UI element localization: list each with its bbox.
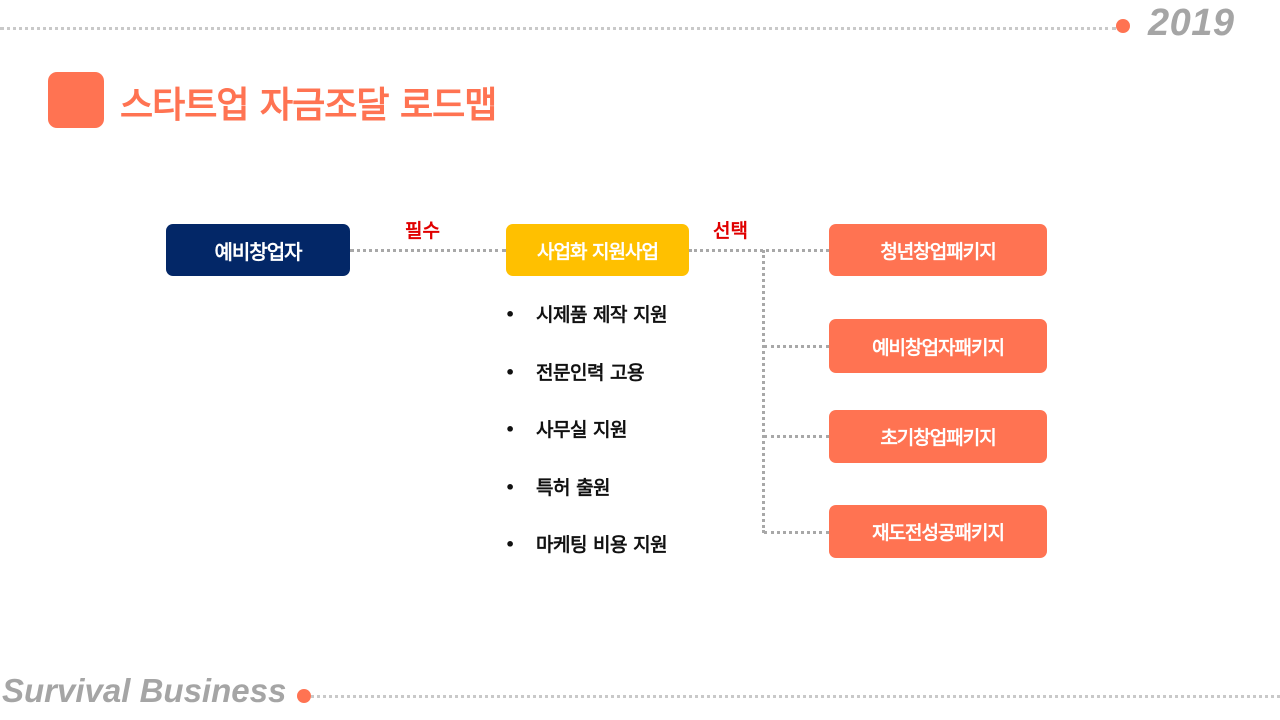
connector-branch-3: [764, 435, 829, 438]
node-pre-founder: 예비창업자: [166, 224, 350, 276]
list-item-text: 시제품 제작 지원: [536, 304, 668, 326]
bottom-dotted-line: [311, 695, 1280, 698]
connector-center-to-packages: [689, 249, 829, 252]
node-commercialization-support: 사업화 지원사업: [506, 224, 689, 276]
node-package-pre-founder: 예비창업자패키지: [829, 319, 1047, 373]
list-item-text: 마케팅 비용 지원: [536, 534, 668, 556]
list-item: •마케팅 비용 지원: [505, 530, 668, 588]
year-label: 2019: [1148, 2, 1235, 44]
connector-branch-2: [764, 345, 829, 348]
list-item: •전문인력 고용: [505, 358, 667, 416]
list-item-text: 사무실 지원: [536, 419, 628, 441]
edge-label-optional: 선택: [713, 220, 748, 242]
top-dot-marker: [1116, 19, 1130, 33]
list-item: •시제품 제작 지원: [505, 300, 668, 358]
connector-branch-4: [764, 531, 829, 534]
list-item-text: 특허 출원: [536, 476, 611, 499]
connector-start-to-center: [350, 249, 506, 252]
bottom-dot-marker: [297, 689, 311, 703]
footer-brand: Survival Business: [2, 672, 287, 709]
support-items-list: •시제품 제작 지원 •전문인력 고용 •사무실 지원 •특허 출원 •마케팅 …: [505, 300, 668, 588]
node-package-re-challenge: 재도전성공패키지: [829, 505, 1047, 558]
edge-label-required: 필수: [405, 220, 440, 242]
top-dotted-line: [0, 27, 1116, 30]
title-marker: [48, 72, 104, 128]
page-title: 스타트업 자금조달 로드맵: [120, 85, 497, 126]
connector-packages-trunk: [762, 250, 765, 533]
node-package-youth: 청년창업패키지: [829, 224, 1047, 276]
list-item-text: 전문인력 고용: [536, 361, 645, 384]
list-item: •특허 출원: [505, 473, 667, 531]
node-package-early-stage: 초기창업패키지: [829, 410, 1047, 463]
list-item: •사무실 지원: [505, 415, 667, 473]
